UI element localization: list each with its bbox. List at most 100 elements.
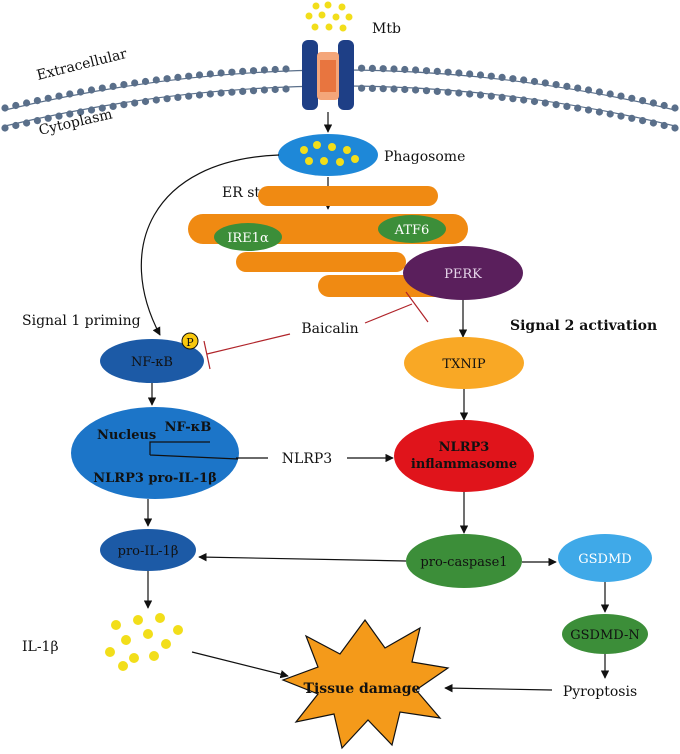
pyroptosis-label: Pyroptosis [563,684,637,700]
pro-il1b-node [100,529,196,571]
extracellular-label: Extracellular [35,46,129,84]
baicalin-inhibition [203,291,429,370]
txnip-label: TXNIP [442,357,485,372]
lipid-head [660,121,668,130]
gsdmd-label: GSDMD [578,552,631,567]
nfkb-label: NF-κB [131,355,173,370]
lipid-head [77,108,85,116]
lipid-head [498,73,506,81]
gsdmd-node [558,534,652,582]
arrow-pyroptosis-tissue [444,683,553,693]
lipid-head [206,90,214,98]
atf6-node [378,215,446,243]
perk-node [403,246,523,300]
lipid-head [120,81,128,89]
lipid-head [33,117,42,125]
lipid-head [617,92,625,100]
lipid-head [487,92,495,100]
lipid-head [584,86,593,94]
lipid-head [368,84,376,92]
lipid-head [422,67,431,75]
lipid-head [379,85,387,93]
lipid-head [595,88,604,96]
lipid-head [455,69,463,77]
lipid-head [12,121,20,130]
il1b-label: IL-1β [22,639,59,655]
lipid-head [217,89,225,97]
lipid-head [185,72,193,80]
signal2-label: Signal 2 activation [510,318,657,334]
lipid-head [282,85,290,93]
inflammasome-node [394,420,534,492]
lipid-head [466,90,474,98]
mtb-label: Mtb [372,21,401,37]
lipid-head [206,70,214,78]
arrow-procaspase-proil1b [198,552,407,562]
lipid-head [530,97,539,106]
lipid-head [1,104,9,112]
gsdmd-n-node [562,614,648,654]
lipid-head [87,106,96,114]
lipid-head [98,104,106,112]
perk-label: PERK [444,267,482,282]
lipid-head [109,82,117,90]
lipid-head [23,99,31,107]
tissue-damage-label: Tissue damage [304,681,421,697]
lipid-head [141,97,150,106]
phosphate-badge [181,332,199,350]
lipid-head [282,65,290,73]
lipid-head [466,70,474,78]
lipid-head [217,69,225,77]
lipid-head [368,64,376,72]
mtb-bacteria [305,1,353,32]
lipid-head [195,91,204,99]
lipid-head [33,97,42,105]
lipid-head [249,87,258,95]
phosphate-label: P [186,336,194,349]
arrow-il1b-tissue [191,651,289,679]
lipid-head [476,71,485,79]
lipid-head [563,82,571,90]
lipid-head [66,110,74,118]
inflammasome-label-1: NLRP3 [439,440,490,455]
nlrp3-label: NLRP3 [282,451,332,467]
lipid-head [412,66,420,74]
lipid-head [131,99,139,107]
nfkb-node [100,339,204,383]
lipid-head [476,91,485,99]
lipid-head [131,79,139,87]
lipid-head [606,90,614,98]
inflammasome-label-2: inflammasome [411,457,517,472]
lipid-head [487,72,495,80]
lipid-head [55,112,63,120]
lipid-head [401,85,409,94]
lipid-head [671,124,679,132]
lipid-head [271,65,279,74]
lipid-head [509,75,517,83]
atf6-label: ATF6 [394,223,430,238]
lipid-head [649,99,658,107]
lipid-head [649,119,658,127]
lipid-head [422,87,431,95]
lipid-head [271,85,279,94]
lipid-head [530,77,539,86]
lipid-head [401,65,409,74]
lipid-head [358,84,366,92]
lipid-head [1,124,9,132]
nucleus-label: Nucleus [97,428,156,443]
lipid-head [152,76,160,84]
lipid-head [358,64,366,72]
lipid-head [23,119,31,127]
nucleus-node [71,407,239,499]
lipid-head [12,101,20,110]
baicalin-label: Baicalin [301,321,358,337]
lipid-head [120,101,128,109]
lipid-head [228,68,236,76]
txnip-node [404,337,524,389]
lipid-head [574,84,582,92]
lipid-head [552,101,560,109]
lipid-head [660,101,668,110]
promoter-line [149,441,239,460]
lipid-head [174,73,182,81]
